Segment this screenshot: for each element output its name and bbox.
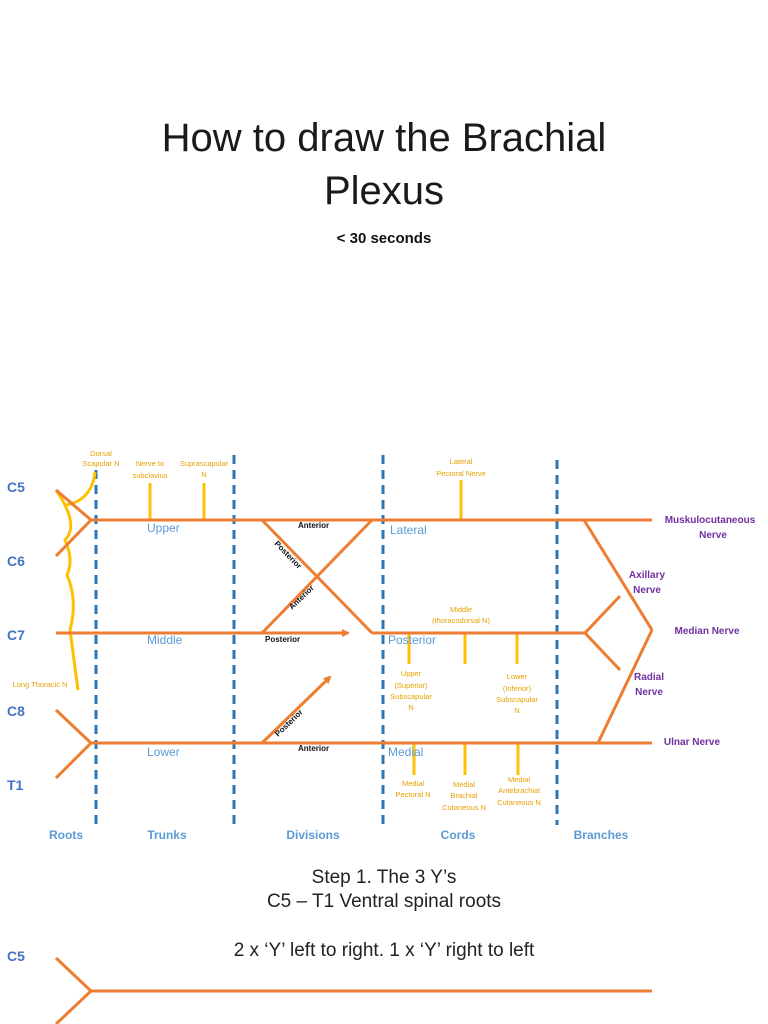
medial-to-median [596,629,654,744]
root-label-c6: C6 [7,553,25,569]
subclavius-label-2: subclavius [132,471,167,480]
medial-brachial-label-1: Medial [453,780,475,789]
suprascapular-label-2: N [201,470,206,479]
trunk-label-lower: Lower [147,745,180,759]
medial-brachial-label-2: Brachial [450,791,477,800]
division-label-anterior-lower: Anterior [298,744,329,753]
step1-line-2: C5 – T1 Ventral spinal roots [266,891,502,912]
main-nerves [54,488,654,780]
middle-anterior-division [260,518,374,635]
medial-antebrachial-label-3: Cutaneous N [497,798,541,807]
column-label-trunks: Trunks [147,828,187,842]
median-label: Median Nerve [674,626,739,637]
cord-label-posterior: Posterior [388,633,436,647]
minor-branches [54,471,520,775]
radial-label-2: Nerve [635,687,663,698]
radial-label-1: Radial [634,672,664,683]
lateral-to-median [582,519,654,631]
medial-pectoral-label-1: Medial [402,779,424,788]
lateral-pectoral-label-1: Lateral [450,457,473,466]
lower-subscapular-label-4: N [514,706,519,715]
ulnar-label: Ulnar Nerve [664,737,721,748]
axillary-label-1: Axillary [629,570,666,581]
column-label-roots: Roots [49,828,83,842]
posterior-split [582,594,622,672]
root-label-c7: C7 [7,627,25,643]
subclavius-label-1: Nerve to [136,459,164,468]
upper-subscapular-label-1: Upper [401,669,422,678]
trunk-label-upper: Upper [147,521,180,535]
column-label-branches: Branches [574,828,629,842]
musculocutaneous-label-1: Muskulocutaneous [665,515,756,526]
step1-heading: Step 1. The 3 Y’s C5 – T1 Ventral spinal… [0,866,768,914]
division-label-posterior-upper: Posterior [273,539,304,571]
musculocutaneous-label-2: Nerve [699,530,727,541]
column-label-divisions: Divisions [286,828,340,842]
division-label-posterior-lower: Posterior [273,708,305,739]
upper-subscapular-label-2: (Superior) [394,681,428,690]
division-label-posterior-middle: Posterior [265,635,300,644]
trunk-label-middle: Middle [147,633,183,647]
title-line-2: Plexus [323,169,445,213]
page-title: How to draw the Brachial Plexus [0,112,768,218]
step1-y-shape [54,956,652,1024]
lower-subscapular-label-1: Lower [507,672,528,681]
root-y-lower [54,708,94,780]
dorsal-scapular-label-1: Dorsal [90,449,112,458]
division-label-anterior-upper: Anterior [298,521,329,530]
lower-subscapular-label-2: (Inferior) [503,684,532,693]
middle-subscapular-label-2: (thoracodorsal N) [432,616,490,625]
cord-label-lateral: Lateral [390,523,427,537]
upper-subscapular-label-4: N [408,703,413,712]
root-label-c8: C8 [7,703,25,719]
medial-antebrachial-label-2: Antebrachial [498,786,540,795]
lower-posterior-division [260,675,332,745]
root-label-t1: T1 [7,777,24,793]
long-thoracic-label: Long Thoracic N [13,680,68,689]
column-label-cords: Cords [441,828,476,842]
step1-instruction: 2 x ‘Y’ left to right. 1 x ‘Y’ right to … [233,940,535,961]
division-label-anterior-middle: Anterior [287,583,316,611]
lateral-pectoral-label-2: Pectoral Nerve [436,469,486,478]
long-thoracic-branch [54,489,80,691]
upper-subscapular-label-3: Subscapular [390,692,432,701]
axillary-label-2: Nerve [633,585,661,596]
subtitle: < 30 seconds [336,230,432,247]
medial-brachial-label-3: Cutaneous N [442,803,486,812]
suprascapular-label-1: Suprascapular [180,459,229,468]
dorsal-scapular-label-2: Scapular N [82,459,119,468]
dorsal-scapular-branch [65,471,97,507]
step1-line-1: Step 1. The 3 Y’s [311,867,457,888]
medial-pectoral-label-2: Pectoral N [395,790,430,799]
medial-antebrachial-label-1: Medial [508,775,530,784]
step1-root-label: C5 [7,948,25,964]
title-line-1: How to draw the Brachial [161,116,607,160]
middle-subscapular-label-1: Middle [450,605,472,614]
cord-label-medial: Medial [388,745,423,759]
root-label-c5: C5 [7,479,25,495]
lower-subscapular-label-3: Subscapular [496,695,538,704]
